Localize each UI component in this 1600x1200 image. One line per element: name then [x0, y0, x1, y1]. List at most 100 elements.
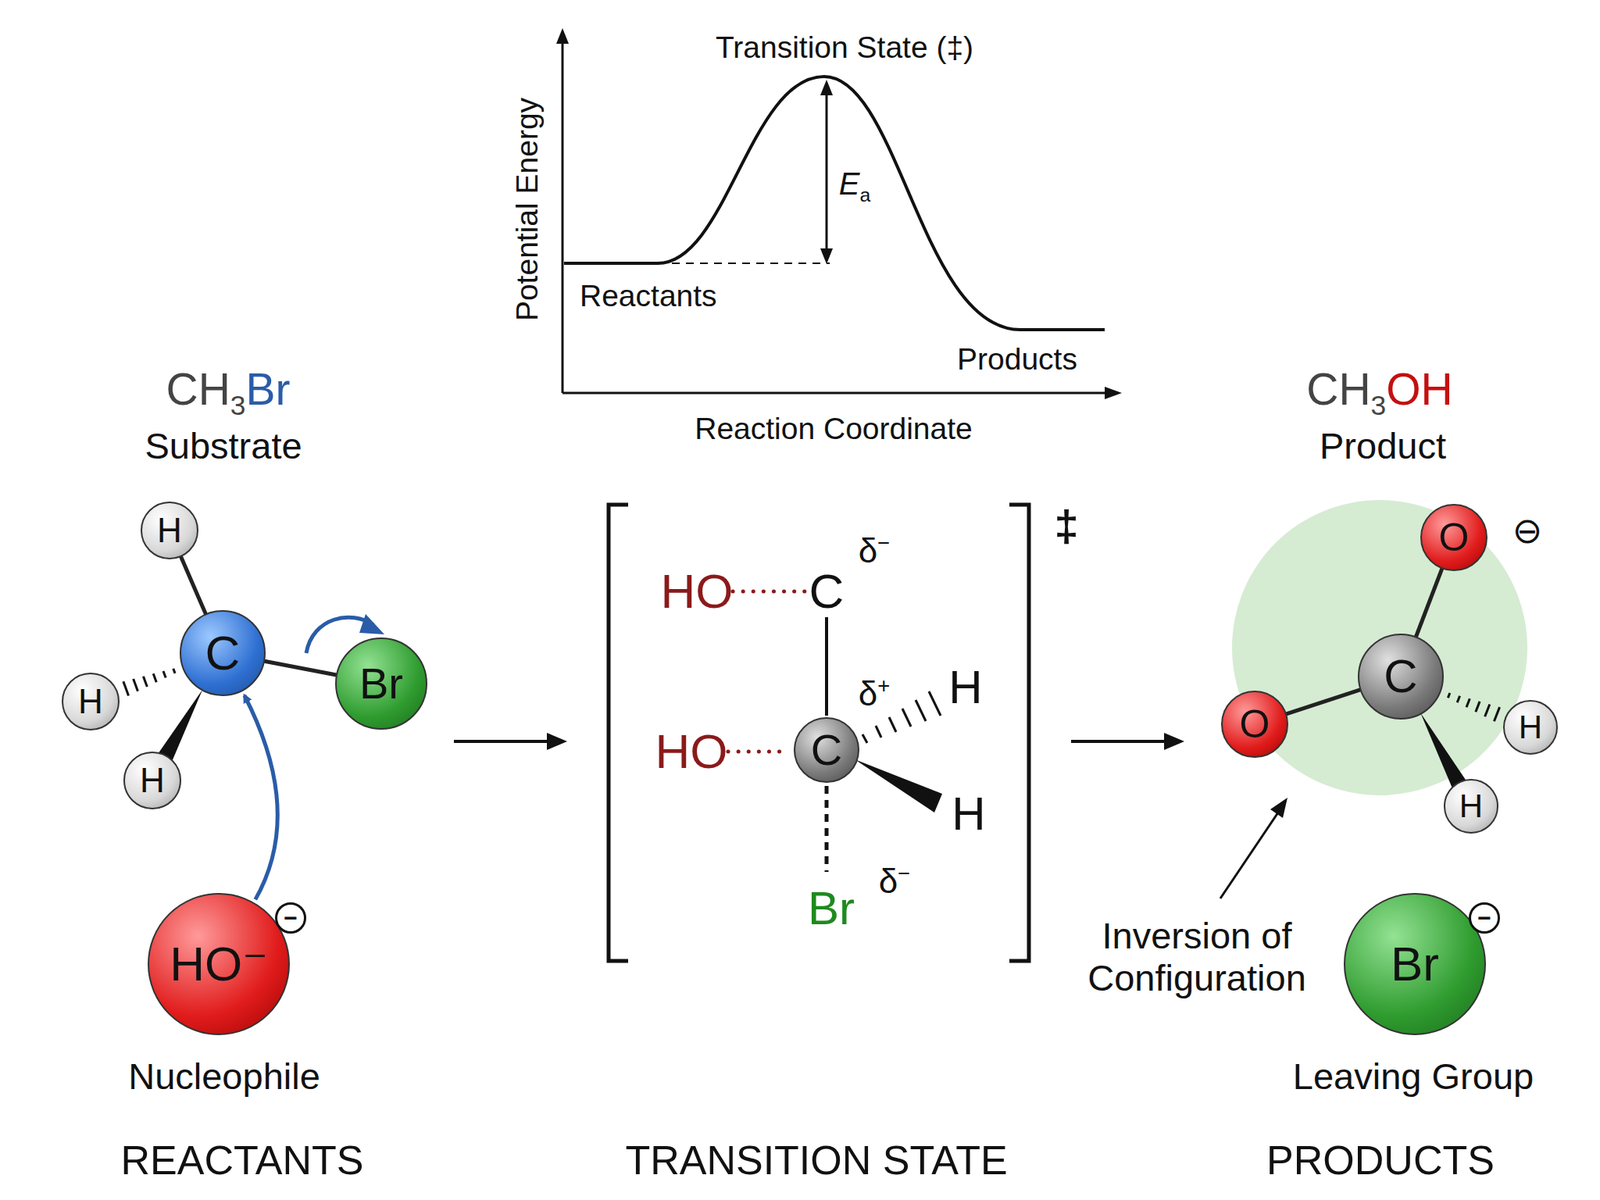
hash-stroke [1457, 696, 1460, 704]
bond-line [1285, 689, 1362, 715]
text-label: δ− [858, 531, 890, 572]
atom-circle: Br [335, 637, 428, 730]
hash-stroke [163, 671, 166, 679]
hash-stroke [1485, 704, 1490, 718]
wedge-bond [1420, 713, 1466, 788]
formula-part: H [198, 364, 231, 415]
text-label: HO [655, 723, 729, 779]
atom-circle: C [179, 610, 266, 697]
atom-circle: C [1357, 633, 1444, 720]
product-halo [1232, 500, 1528, 796]
atom-symbol: O [1439, 517, 1470, 558]
curved-arrow [244, 695, 278, 900]
symbol-part: E [839, 166, 861, 201]
hash-bond [123, 668, 175, 697]
atom-circle: H [1443, 778, 1499, 834]
atom-symbol: H [78, 684, 104, 719]
atom-symbol: C [810, 728, 843, 772]
text-label: Reaction Coordinate [694, 411, 973, 447]
text-label: ‡ [1053, 500, 1079, 551]
atom-symbol: HO⁻ [169, 939, 268, 989]
atom-symbol: Br [359, 661, 404, 706]
hash-stroke [133, 678, 139, 692]
hash-stroke [1447, 692, 1450, 698]
hash-stroke [1493, 707, 1500, 722]
atom-circle: H [123, 751, 182, 810]
bond-line [180, 555, 207, 615]
text-label: H [948, 660, 983, 715]
atom-symbol: H [139, 763, 165, 798]
text-label: Transition State (‡) [715, 30, 974, 66]
atom-circle: H [61, 672, 120, 731]
text-label: H [951, 786, 986, 841]
text-label: Nucleophile [128, 1055, 321, 1098]
atom-symbol: H [1518, 710, 1543, 744]
atom-circle: O [1420, 503, 1488, 572]
atom-symbol: C [205, 628, 241, 678]
text-label: Ea [839, 165, 871, 202]
hash-bond [1447, 692, 1500, 722]
bond-line [1415, 567, 1443, 638]
text-label: Product [1319, 425, 1447, 468]
atom-circle: C [793, 717, 860, 783]
symbol-part: δ [858, 531, 879, 570]
text-label: Reactants [579, 278, 718, 315]
formula-part: O [1385, 364, 1421, 415]
charge-badge: − [1468, 902, 1500, 934]
hash-stroke [142, 676, 147, 687]
atom-circle: Br [1343, 892, 1486, 1036]
atom-symbol: Br [1390, 939, 1440, 989]
atom-circle: O [1221, 690, 1289, 758]
formula-part: C [1306, 364, 1339, 415]
ts-bonds [728, 591, 943, 872]
ea-arrow [820, 79, 833, 265]
atom-circle: H [140, 501, 199, 560]
atom-symbol: H [1459, 789, 1483, 823]
text-label: Inversion of Configuration [1056, 914, 1338, 1000]
formula-part: 3 [1371, 389, 1387, 421]
atom-symbol: C [1383, 653, 1418, 700]
energy-axes [556, 28, 1122, 400]
hash-stroke [123, 681, 129, 696]
bracket [608, 504, 629, 961]
formula-part: 3 [230, 389, 247, 421]
hash-stroke [153, 673, 157, 683]
energy-curve [564, 76, 1105, 330]
text-label: TRANSITION STATE [625, 1137, 1008, 1185]
text-label: PRODUCTS [1266, 1137, 1495, 1185]
hash-stroke [173, 668, 175, 674]
symbol-part: δ [878, 861, 899, 900]
formula-part: r [275, 364, 291, 415]
symbol-part: − [897, 860, 911, 886]
bracket [1009, 504, 1029, 961]
hash-stroke [1466, 698, 1470, 708]
formula-part: H [1421, 364, 1454, 415]
text-label: REACTANTS [120, 1137, 364, 1185]
symbol-part: a [859, 184, 871, 206]
symbol-part: − [877, 530, 890, 555]
formula-part: B [245, 364, 275, 415]
formula-label: CH3OH [1306, 364, 1454, 416]
reactant-level [657, 262, 830, 265]
hash-stroke [1475, 701, 1480, 712]
atom-symbol: H [157, 513, 183, 548]
text-label: δ+ [858, 674, 890, 715]
wedge-bond [158, 689, 203, 761]
formula-label: CH3Br [165, 364, 290, 416]
text-label: Products [957, 342, 1078, 378]
atom-circle: HO⁻ [147, 892, 290, 1036]
text-label: δ− [878, 861, 911, 902]
symbol-part: + [877, 673, 890, 698]
charge-badge: − [275, 902, 307, 934]
text-label: Substrate [144, 425, 302, 468]
symbol-part: δ [858, 674, 879, 713]
text-label: C [809, 563, 845, 619]
atom-symbol: O [1239, 704, 1271, 744]
text-label: ⊖ [1512, 510, 1543, 552]
text-label: HO [660, 563, 734, 619]
leader-arrow [1220, 797, 1288, 899]
text-label: Leaving Group [1292, 1055, 1534, 1098]
formula-part: C [165, 364, 198, 415]
text-label: Potential Energy [510, 97, 546, 322]
atom-circle: H [1503, 700, 1558, 755]
